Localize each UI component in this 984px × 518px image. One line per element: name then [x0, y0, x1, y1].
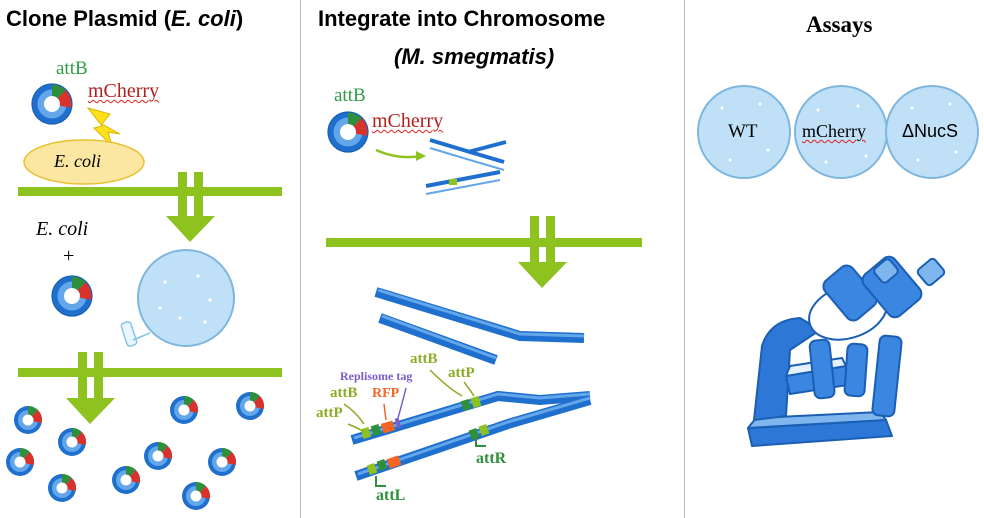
attb-label-2: attB [334, 85, 366, 106]
label-pointers [343, 369, 486, 487]
plasmid-icon [31, 83, 73, 125]
panel2-subtitle: (M. smegmatis) [394, 44, 555, 69]
panel1-title: Clone Plasmid (E. coli) [6, 6, 243, 32]
mcherry-label-1: mCherry [88, 80, 160, 102]
panel1-title-main: Clone Plasmid ( [6, 6, 172, 31]
plasmid-icon-3 [327, 111, 369, 153]
chromosome-strands [350, 287, 592, 481]
plate-nucs [885, 85, 979, 179]
ecoli-oval-label: E. coli [54, 151, 101, 171]
panel-divider-right [684, 0, 685, 518]
plate-label-nucs: ΔNucS [902, 121, 959, 141]
integration-arrow [375, 148, 421, 159]
plate-label-wt: WT [728, 121, 758, 142]
replisome-tag-label: Replisome tag [340, 369, 413, 383]
attb-label-1: attB [56, 58, 88, 79]
transform-arrow-1 [18, 172, 282, 242]
lower-strand-sites [366, 423, 490, 476]
mcherry-label-2: mCherry [372, 110, 444, 132]
attp-upper-label: attP [448, 365, 475, 381]
panel1-title-italic: E. coli [171, 6, 236, 31]
test-tube-icon [120, 321, 151, 347]
upper-strand-sites [360, 396, 482, 439]
assay-plates [697, 85, 979, 179]
panel3-title: Assays [806, 12, 873, 37]
panel1-title-end: ) [235, 6, 244, 31]
plasmid-colony-group [6, 392, 264, 510]
small-chromosome [425, 138, 507, 195]
panel-divider-left [300, 0, 301, 518]
lightning-icon [86, 107, 121, 148]
agar-plate [137, 249, 235, 347]
attb-upper-label: attB [410, 351, 438, 367]
transform-arrow-2 [18, 352, 282, 424]
rfp-label: RFP [372, 386, 400, 401]
plus-label: + [63, 245, 75, 267]
panel2-title: Integrate into Chromosome [318, 6, 606, 31]
integration-big-arrow [326, 216, 642, 288]
attr-label: attR [476, 450, 507, 467]
ecoli-cell [23, 139, 145, 185]
microscope-icon [747, 255, 946, 447]
plate-label-mcherry: mCherry [802, 121, 866, 141]
ecoli-label: E. coli [36, 218, 89, 240]
attp-lower-label: attP [316, 405, 343, 421]
attb-lower-label: attB [330, 385, 358, 401]
plasmid-icon-2 [51, 275, 93, 317]
attl-label: attL [376, 487, 406, 504]
